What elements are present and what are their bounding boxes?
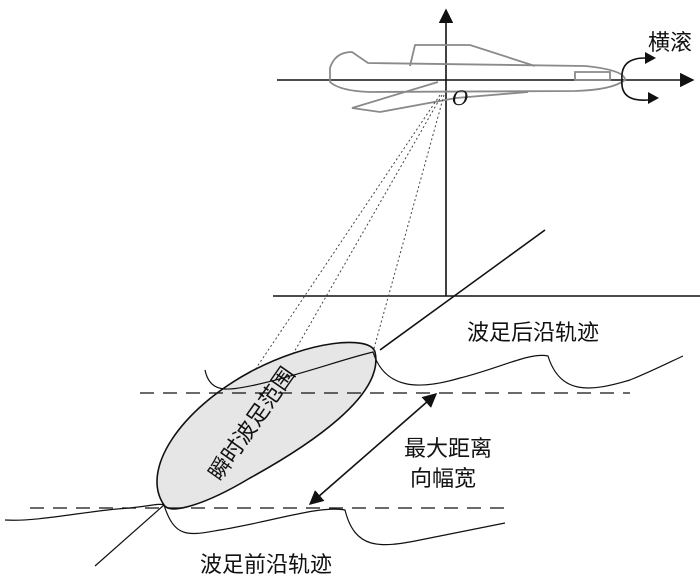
beam-line-outer — [163, 94, 441, 506]
origin-label: O — [452, 86, 468, 110]
roll-label: 横滚 — [648, 31, 692, 56]
trailing-edge-track-label: 波足后沿轨迹 — [467, 321, 599, 346]
max-range-width-label-line1: 最大距离 — [404, 437, 492, 462]
trailing-edge-track-curve — [204, 351, 684, 390]
ground-track-line — [379, 229, 546, 351]
swath-width-arrow — [308, 393, 438, 505]
max-range-width-label-line2: 向幅宽 — [410, 467, 476, 492]
leading-edge-track-label: 波足前沿轨迹 — [200, 553, 332, 578]
aircraft-outline — [329, 44, 626, 113]
leading-edge-track-curve — [4, 503, 506, 546]
ground-track-extension — [94, 504, 165, 567]
roll-rotation-icon — [621, 52, 659, 104]
beam-line-inner — [372, 94, 445, 353]
instant-footprint-ellipse — [156, 341, 377, 510]
